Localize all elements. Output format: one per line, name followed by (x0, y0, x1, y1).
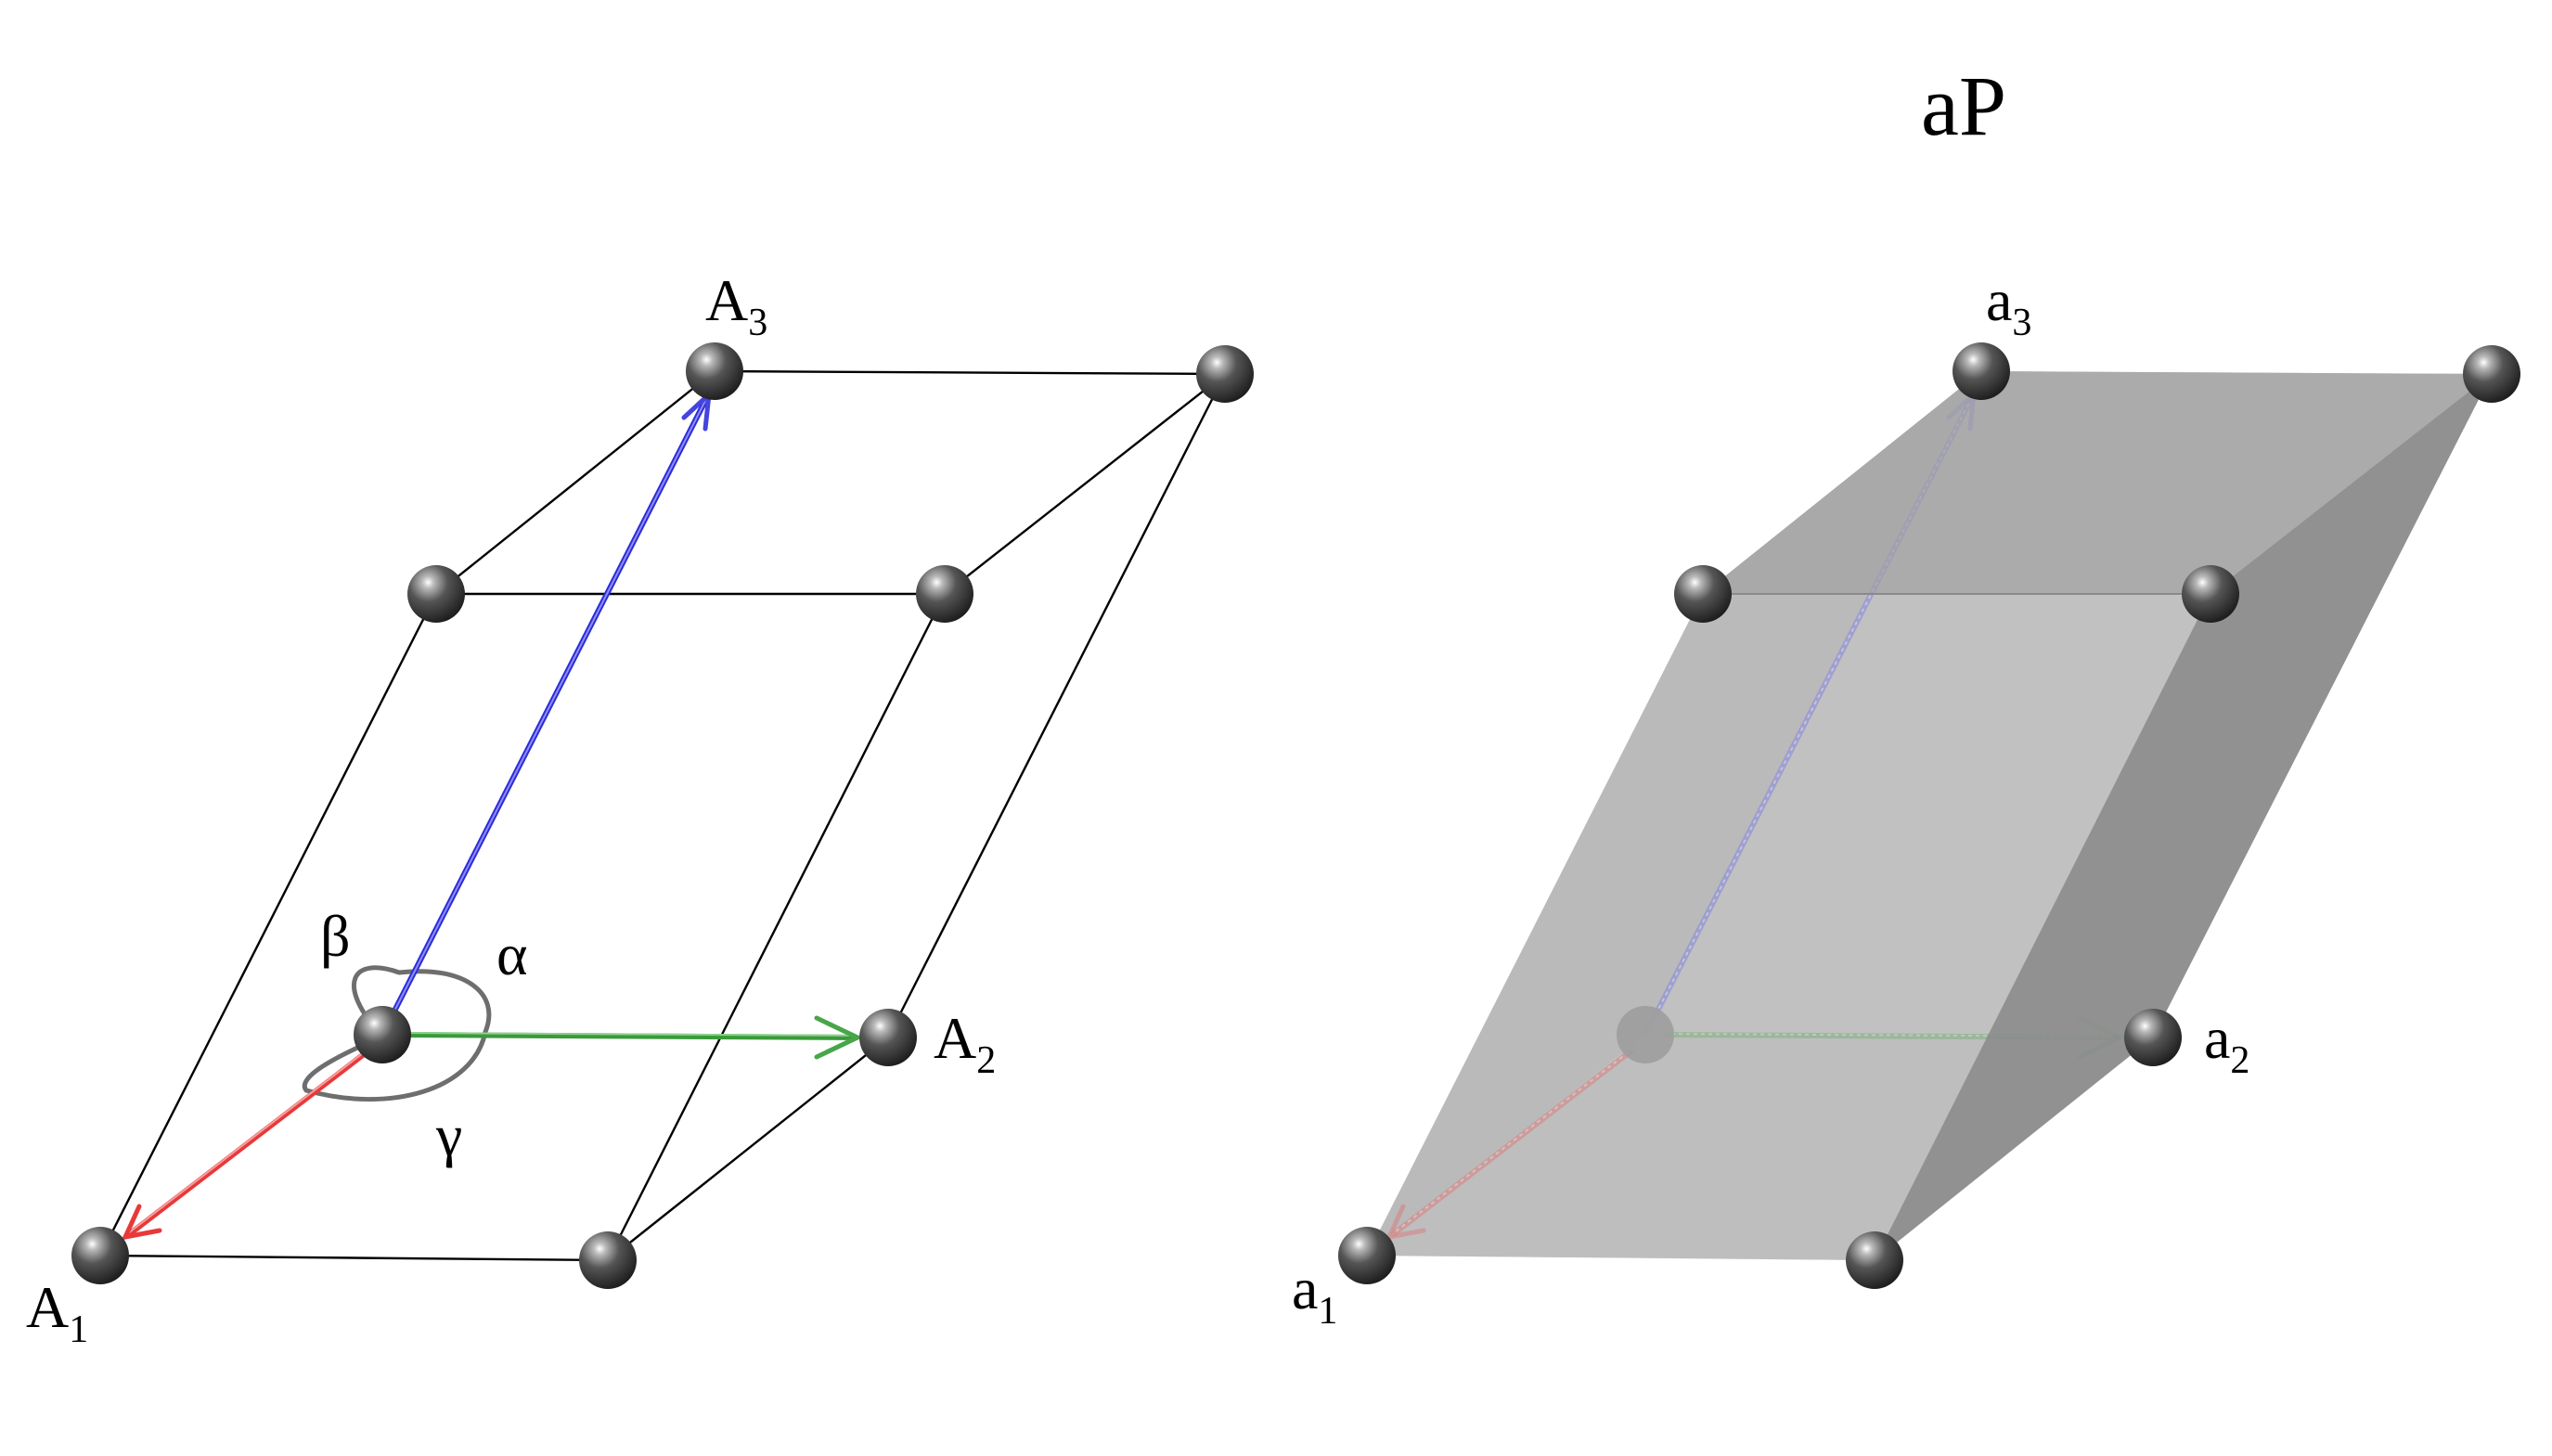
atom (686, 342, 743, 400)
label-alpha: α (496, 921, 528, 987)
atom (2463, 345, 2520, 403)
face-front (1367, 594, 2210, 1260)
left-unit-cell: A3 A2 A1 β α γ (26, 267, 1254, 1351)
left-vector-a1 (121, 1046, 373, 1241)
atom (916, 565, 973, 623)
edge-mid-vertical (606, 593, 947, 1261)
left-vector-a2 (400, 1015, 863, 1060)
edge-top-right (944, 373, 1226, 595)
edge-back-vertical (886, 373, 1227, 1038)
left-cell-edges (98, 369, 1227, 1262)
left-atoms (71, 342, 1254, 1289)
edge-bottom-right (607, 1037, 889, 1261)
label-beta: β (320, 903, 351, 969)
atom-origin (354, 1006, 411, 1063)
right-atoms (1338, 342, 2520, 1289)
atom (859, 1009, 917, 1066)
atom (2124, 1009, 2182, 1066)
title: aP (1921, 58, 2006, 153)
label-A2: A2 (934, 1005, 996, 1082)
right-unit-cell: a3 a2 a1 (1292, 267, 2520, 1333)
atom (1196, 345, 1254, 403)
atom (1338, 1227, 1396, 1284)
label-a3: a3 (1986, 267, 2031, 344)
atom-origin (1617, 1006, 1674, 1063)
face-top (1703, 371, 2492, 594)
atom (1846, 1231, 1903, 1289)
atom (1953, 342, 2010, 400)
edge-left-vertical (98, 593, 438, 1256)
angle-loop (302, 965, 492, 1102)
atom (71, 1227, 129, 1284)
left-vector-a3 (380, 388, 713, 1037)
atom (579, 1231, 637, 1289)
label-a1: a1 (1292, 1256, 1337, 1333)
atom (2182, 565, 2239, 623)
edge-top-left (435, 370, 715, 595)
label-A1: A1 (26, 1274, 88, 1351)
atom (1674, 565, 1732, 623)
edge-bottom-front (99, 1254, 609, 1262)
label-gamma: γ (435, 1102, 462, 1168)
edge-top-back (714, 369, 1226, 376)
label-a2: a2 (2204, 1005, 2249, 1082)
face-right (1875, 374, 2492, 1260)
label-A3: A3 (705, 267, 767, 344)
atom (407, 565, 465, 623)
